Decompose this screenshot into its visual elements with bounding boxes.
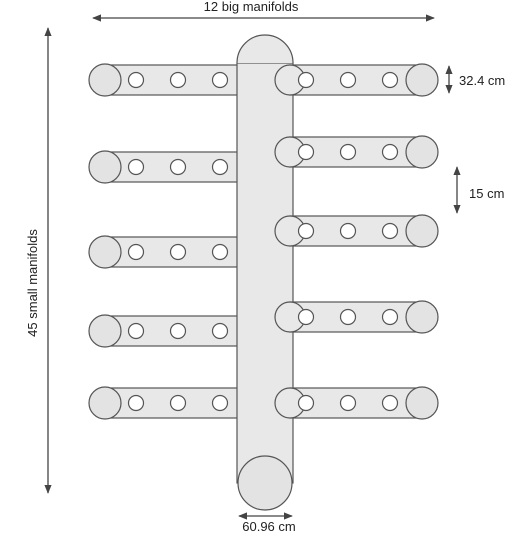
- left-branch-pipe: [88, 314, 242, 348]
- branch-spacing-label: 15 cm: [469, 186, 504, 201]
- main-diameter-label: 60.96 cm: [242, 519, 295, 534]
- right-branch-pipe: [274, 135, 439, 169]
- right-branch-pipe: [274, 214, 439, 248]
- left-branches: [88, 63, 242, 420]
- main-manifold: [236, 34, 294, 511]
- right-branch-pipe: [274, 63, 439, 97]
- big-manifolds-label: 12 big manifolds: [204, 0, 299, 14]
- left-branch-pipe: [88, 386, 242, 420]
- right-branches: [274, 63, 439, 420]
- left-branch-pipe: [88, 235, 242, 269]
- right-branch-pipe: [274, 386, 439, 420]
- left-branch-pipe: [88, 63, 242, 97]
- small-spacing-label: 32.4 cm: [459, 73, 505, 88]
- left-branch-pipe: [88, 150, 242, 184]
- small-manifolds-label: 45 small manifolds: [25, 229, 40, 337]
- right-branch-pipe: [274, 300, 439, 334]
